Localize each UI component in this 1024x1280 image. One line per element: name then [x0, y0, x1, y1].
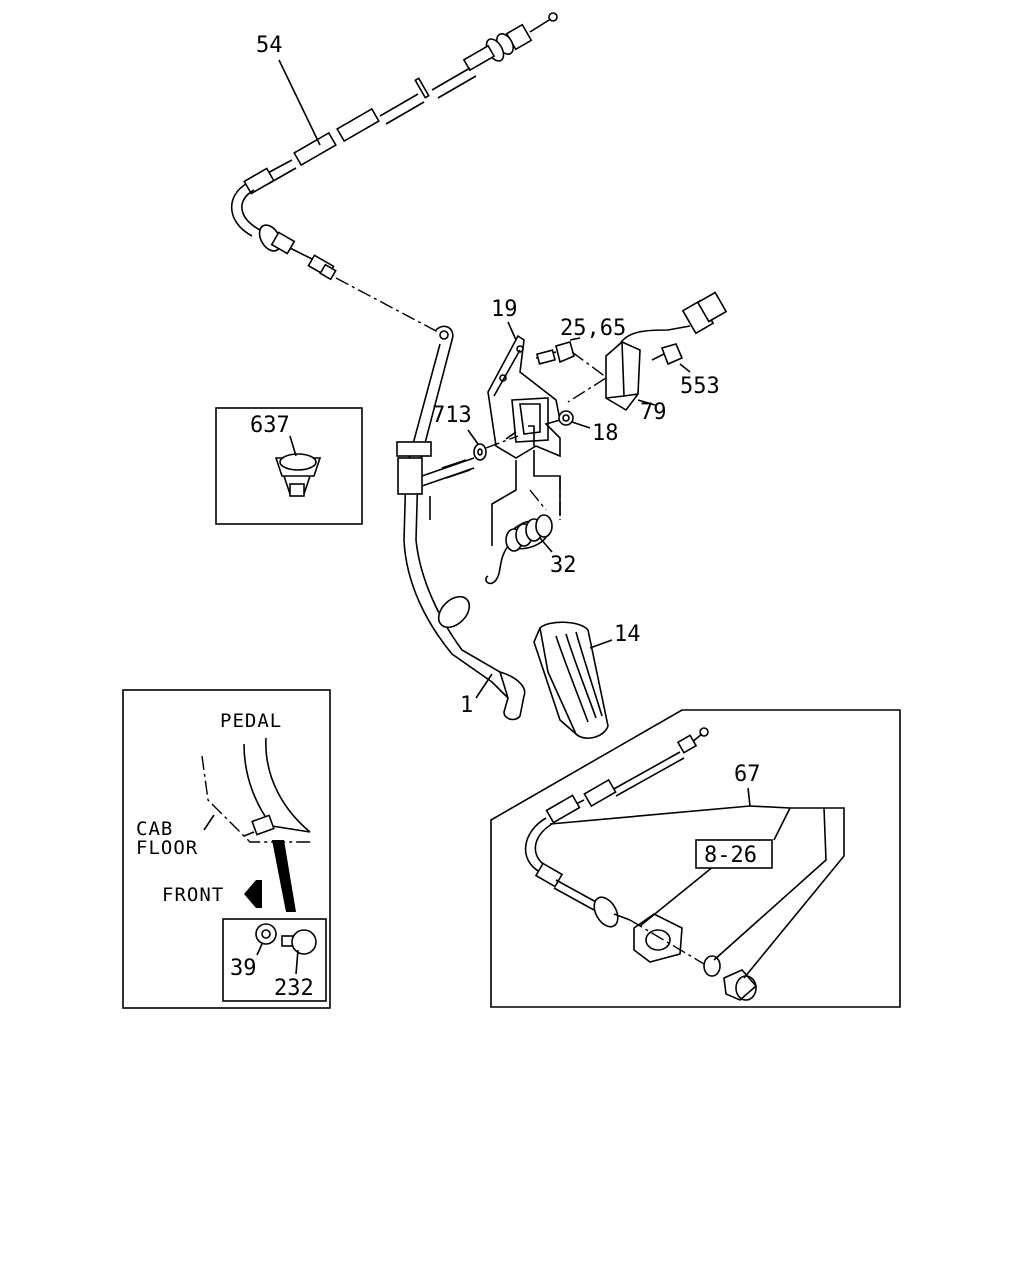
screw-553 — [651, 343, 684, 366]
label-floor: FLOOR — [136, 837, 198, 859]
callout-18: 18 — [592, 421, 619, 446]
leader-2565 — [569, 337, 581, 341]
leader-637 — [289, 435, 297, 457]
inset-clip-637 — [215, 407, 363, 525]
leader-32 — [539, 537, 553, 553]
label-front: FRONT — [162, 884, 224, 906]
return-spring — [485, 450, 561, 585]
leader-232 — [295, 949, 299, 975]
callout-713: 713 — [432, 403, 472, 428]
washer-713 — [441, 435, 519, 479]
label-cab: CAB — [136, 818, 173, 840]
callout-1: 1 — [460, 693, 473, 718]
callout-14: 14 — [614, 622, 641, 647]
pedal-switch — [567, 291, 728, 412]
callout-553: 553 — [680, 374, 720, 399]
inset-pedal-stop — [122, 689, 331, 1009]
pedal-pad — [533, 621, 609, 739]
leader-19 — [507, 321, 517, 341]
ref-box-8-26 — [695, 839, 773, 869]
leader-18 — [571, 421, 591, 429]
label-pedal: PEDAL — [220, 710, 282, 732]
bolt-25-65 — [535, 341, 611, 381]
leader-79 — [637, 399, 656, 406]
callout-19: 19 — [491, 297, 518, 322]
accelerator-cable — [230, 12, 558, 333]
leader-1 — [475, 673, 493, 699]
callout-232: 232 — [274, 976, 314, 1001]
leader-39 — [256, 943, 263, 956]
leader-553 — [679, 363, 691, 373]
callout-32: 32 — [550, 553, 577, 578]
nut-18 — [558, 410, 574, 426]
pedal-arm — [396, 325, 526, 721]
callout-25-65: 25,65 — [560, 316, 626, 341]
callout-39: 39 — [230, 956, 257, 981]
callout-8-26: 8-26 — [704, 843, 757, 868]
callout-67: 67 — [734, 762, 761, 787]
leader-54 — [278, 59, 321, 146]
leader-713 — [467, 429, 479, 445]
callout-54: 54 — [256, 33, 283, 58]
pedal-bracket — [487, 334, 561, 459]
callout-637: 637 — [250, 413, 290, 438]
callout-79: 79 — [640, 400, 667, 425]
leader-14 — [589, 639, 613, 649]
inset-cable-assembly — [490, 709, 901, 1008]
